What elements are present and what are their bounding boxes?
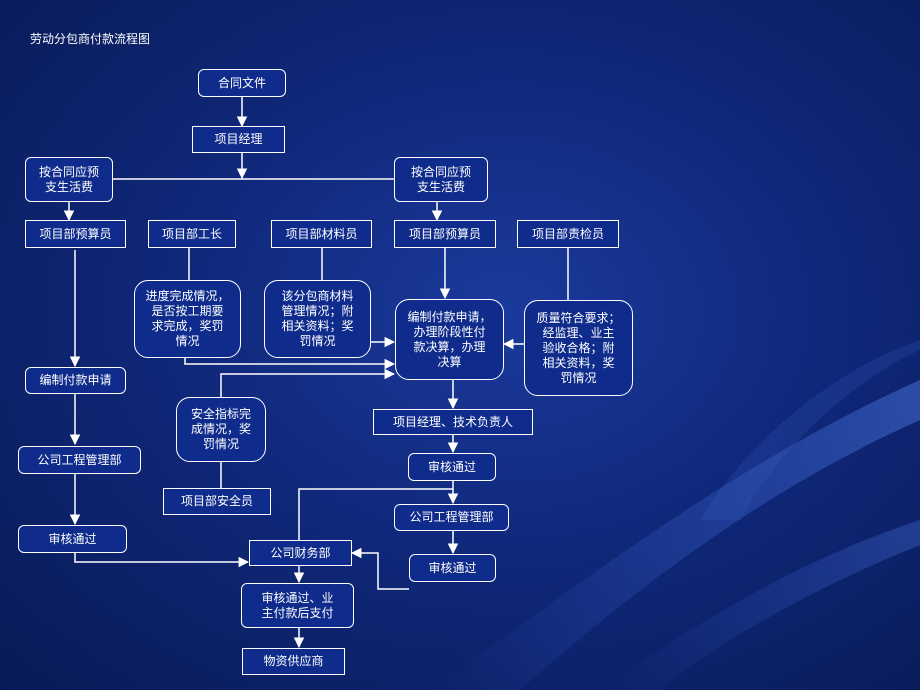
node-materials-note: 该分包商材料 管理情况；附 相关资料；奖 罚情况 <box>264 280 371 358</box>
node-approved-1: 审核通过 <box>408 453 496 481</box>
node-project-manager: 项目经理 <box>192 126 285 153</box>
conn-finance-companyright <box>298 488 453 540</box>
node-finance: 公司财务部 <box>249 540 352 566</box>
node-materials: 项目部材料员 <box>271 220 372 248</box>
node-inspector: 项目部责检员 <box>517 220 619 248</box>
node-advance-right: 按合同应预 支生活费 <box>394 157 488 202</box>
node-supplier: 物资供应商 <box>242 648 345 675</box>
node-company-eng-left: 公司工程管理部 <box>18 446 141 474</box>
node-safety-officer: 项目部安全员 <box>163 488 271 515</box>
node-advance-left: 按合同应预 支生活费 <box>25 157 113 202</box>
node-approved-right: 审核通过 <box>409 554 496 582</box>
node-quality-note: 质量符合要求； 经监理、业主 验收合格；附 相关资料，奖 罚情况 <box>524 300 633 396</box>
conn-approvedleft-finance <box>74 553 250 568</box>
node-owner-pay: 审核通过、业 主付款后支付 <box>241 583 354 628</box>
node-pm-tech: 项目经理、技术负责人 <box>373 409 533 435</box>
node-company-eng-right: 公司工程管理部 <box>394 504 509 531</box>
node-progress-note: 进度完成情况， 是否按工期要 求完成，奖罚 情况 <box>134 280 241 358</box>
node-budget-left: 项目部预算员 <box>25 220 126 248</box>
node-payment-app-left: 编制付款申请 <box>25 367 126 394</box>
conn-approvedright-finance <box>350 547 409 590</box>
node-payment-app-main: 编制付款申请， 办理阶段性付 款决算，办理 决算 <box>395 299 504 380</box>
node-budget-right: 项目部预算员 <box>394 220 496 248</box>
node-approved-left: 审核通过 <box>18 525 127 553</box>
node-contract-docs: 合同文件 <box>198 69 286 97</box>
conn-safety-main <box>220 368 396 397</box>
conn-progress-main <box>184 358 396 370</box>
diagram-title: 劳动分包商付款流程图 <box>30 32 151 46</box>
node-safety-note: 安全指标完 成情况，奖 罚情况 <box>176 397 266 462</box>
node-foreman: 项目部工长 <box>148 220 236 248</box>
